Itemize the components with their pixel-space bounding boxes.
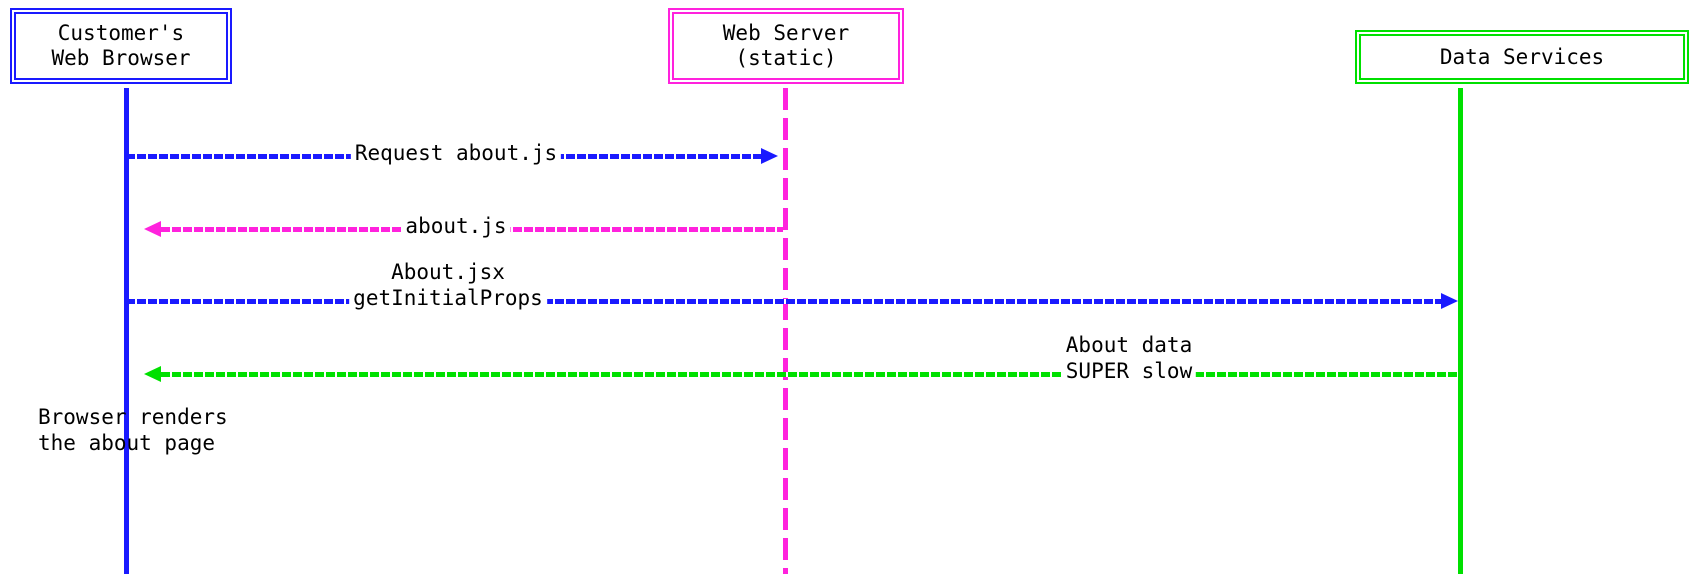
- message-label: about.js: [401, 214, 511, 238]
- message-line: [161, 372, 1458, 377]
- actor-label-customer-web-browser: Customer's Web Browser: [51, 21, 191, 70]
- actor-box-web-server[interactable]: Web Server (static): [668, 8, 904, 84]
- arrowhead-right-icon: [1441, 293, 1458, 309]
- message-about-data[interactable]: About data SUPER slow: [126, 333, 1458, 385]
- lifeline-data-services: [1458, 88, 1463, 574]
- message-get-initial-props[interactable]: About.jsx getInitialProps: [126, 260, 1458, 312]
- message-about-js[interactable]: about.js: [126, 214, 783, 240]
- lifeline-customer-web-browser: [124, 88, 129, 574]
- message-label: getInitialProps: [349, 286, 547, 310]
- message-label: SUPER slow: [1061, 359, 1197, 383]
- actor-box-data-services[interactable]: Data Services: [1355, 30, 1689, 84]
- message-label: Request about.js: [350, 141, 562, 165]
- message-request-about-js[interactable]: Request about.js: [126, 141, 783, 167]
- lifeline-web-server: [783, 88, 788, 574]
- arrowhead-right-icon: [761, 148, 778, 164]
- actor-label-data-services: Data Services: [1439, 44, 1605, 69]
- arrowhead-left-icon: [144, 366, 161, 382]
- note-browser-renders: Browser renders the about page: [38, 405, 228, 455]
- message-upper-label: About.jsx: [387, 260, 509, 284]
- message-upper-label: About data: [1061, 333, 1197, 357]
- message-line: [126, 299, 1441, 304]
- actor-box-customer-web-browser[interactable]: Customer's Web Browser: [10, 8, 232, 84]
- arrowhead-left-icon: [144, 221, 161, 237]
- actor-label-web-server: Web Server (static): [722, 21, 850, 70]
